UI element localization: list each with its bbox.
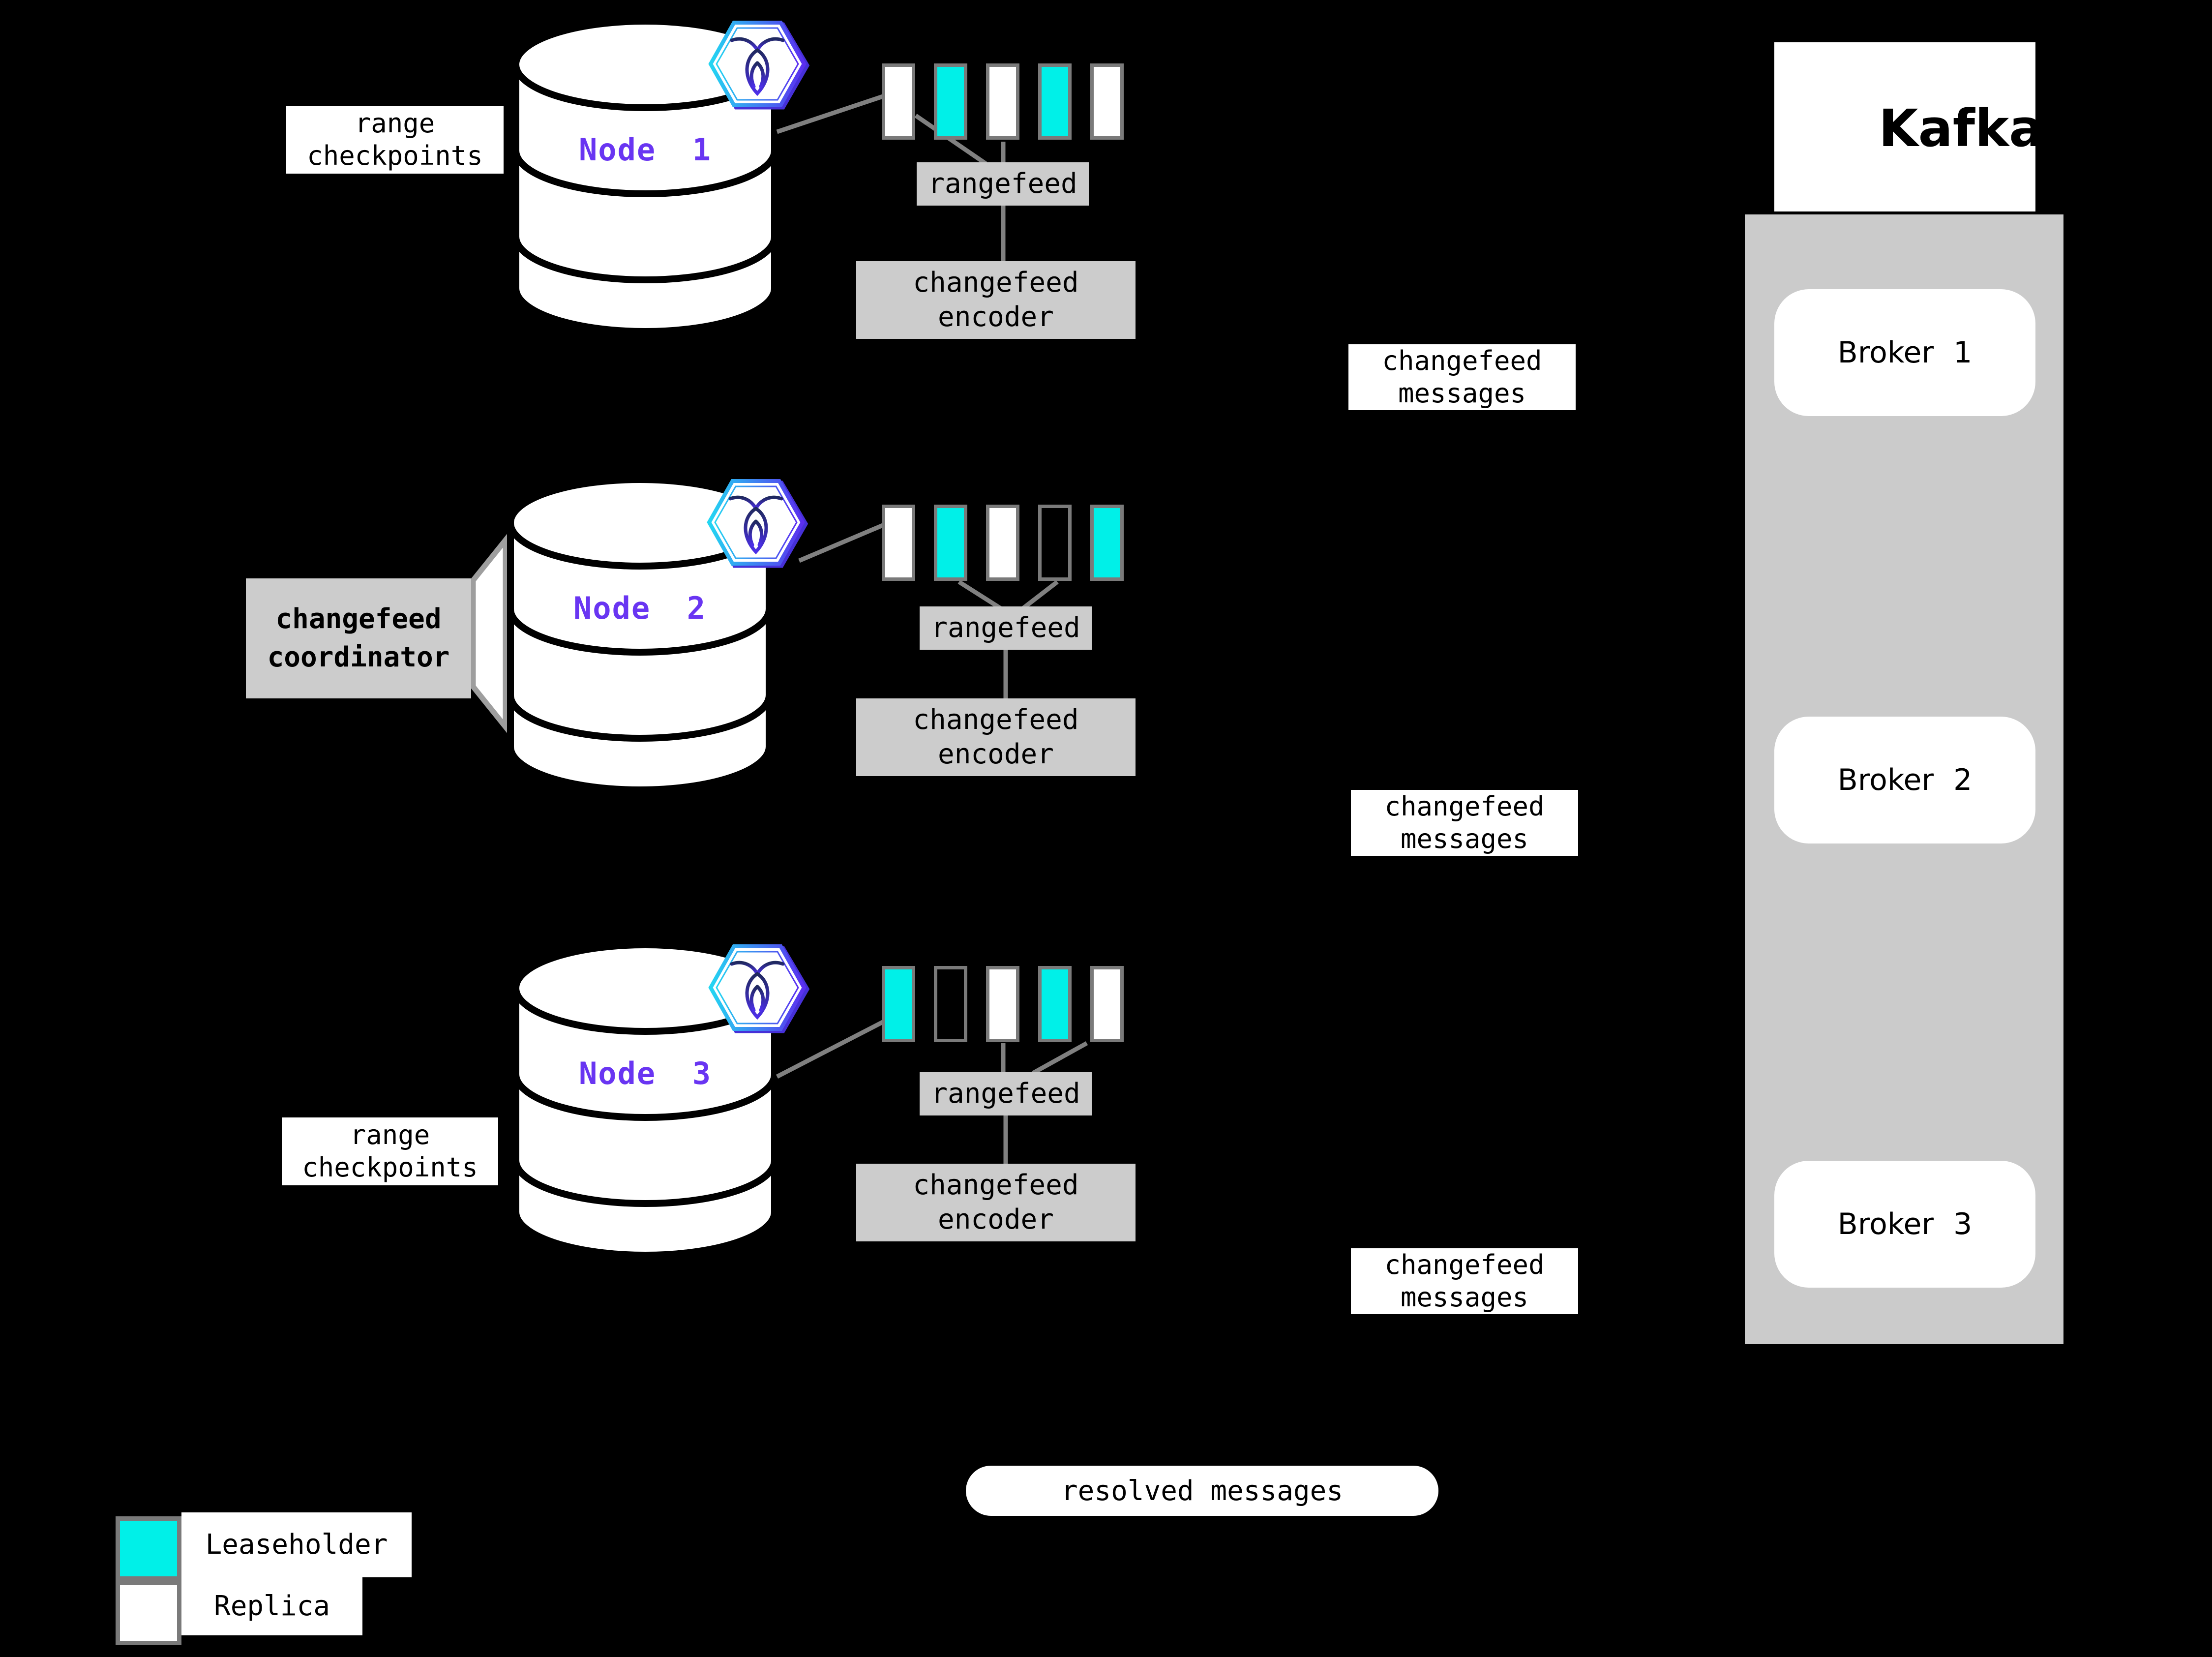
coordinator-pointer — [470, 532, 508, 735]
node3-range-square-2 — [934, 966, 967, 1042]
broker-1: Broker 1 — [1774, 289, 2035, 416]
node2-rangefeed-box: rangefeed — [920, 606, 1092, 650]
kafka-logo-card — [1774, 42, 2035, 211]
node2-range-square-5 — [1090, 505, 1124, 581]
node1-range-square-5 — [1090, 63, 1124, 140]
node2-changefeed-encoder-box: changefeed encoder — [856, 698, 1136, 776]
broker-2: Broker 2 — [1774, 717, 2035, 844]
node2-range-square-4 — [1038, 505, 1072, 581]
node1-range-square-2 — [934, 63, 967, 140]
node3-title: Node 3 — [578, 1055, 712, 1091]
legend-replica-swatch — [116, 1581, 181, 1645]
changefeed-coordinator-label: changefeed coordinator — [246, 578, 471, 698]
node3-range-square-1 — [882, 966, 915, 1042]
node2-range-square-2 — [934, 505, 967, 581]
node1-range-square-1 — [882, 63, 915, 140]
node2-changefeed-messages-label: changefeed messages — [1351, 790, 1578, 856]
node2-connector-lines — [798, 523, 1059, 698]
node1-range-checkpoints-label: range checkpoints — [286, 106, 504, 174]
broker-2-label: Broker 2 — [1837, 763, 1973, 797]
node1-range-square-4 — [1038, 63, 1072, 140]
node3-rangefeed-box: rangefeed — [920, 1072, 1092, 1115]
legend-replica-label: Replica — [181, 1577, 362, 1635]
node1-changefeed-encoder-box: changefeed encoder — [856, 261, 1136, 339]
resolved-messages-pill: resolved messages — [966, 1466, 1438, 1516]
broker-3-label: Broker 3 — [1837, 1207, 1973, 1241]
node1-changefeed-messages-label: changefeed messages — [1348, 344, 1576, 410]
kafka-logo-text: Kafka — [1879, 98, 2044, 158]
node3-changefeed-messages-label: changefeed messages — [1351, 1248, 1578, 1314]
node2-range-square-3 — [986, 505, 1019, 581]
node3-range-checkpoints-label: range checkpoints — [282, 1117, 498, 1185]
node2-title: Node 2 — [573, 590, 707, 626]
broker-1-label: Broker 1 — [1837, 335, 1973, 370]
node3-range-square-3 — [986, 966, 1019, 1042]
node1-rangefeed-box: rangefeed — [917, 162, 1089, 206]
node3-connector-lines — [776, 1020, 1088, 1164]
legend-leaseholder-swatch — [116, 1516, 181, 1581]
legend-leaseholder-label: Leaseholder — [181, 1512, 412, 1577]
node1-range-square-3 — [986, 63, 1019, 140]
node1-connector-lines — [776, 94, 1006, 261]
node1-title: Node 1 — [578, 132, 712, 168]
node3-range-square-4 — [1038, 966, 1072, 1042]
broker-3: Broker 3 — [1774, 1161, 2035, 1288]
node3-changefeed-encoder-box: changefeed encoder — [856, 1164, 1136, 1241]
node3-range-square-5 — [1090, 966, 1124, 1042]
node2-range-square-1 — [882, 505, 915, 581]
